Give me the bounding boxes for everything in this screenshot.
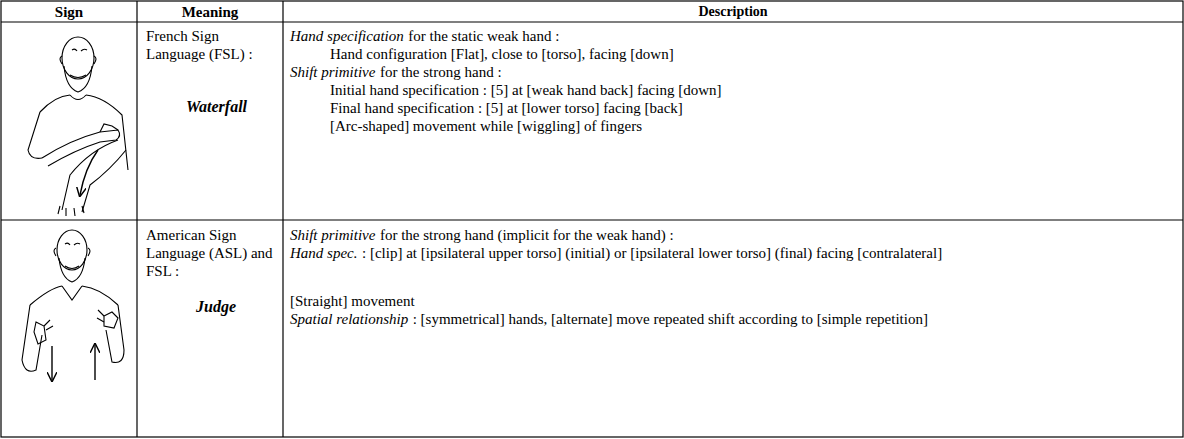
table-cell: Spatial relationship : [symmetrical] hand… [290, 310, 1150, 328]
table-cell: Initial hand specification : [5] at [wea… [330, 81, 1170, 99]
table-header: Description [283, 3, 1183, 21]
sign-illustration-waterfall [28, 37, 128, 216]
cell-text: Hand spec. [290, 245, 358, 261]
table-cell: Shift primitive for the strong hand : [290, 63, 1170, 81]
table-cell: Hand spec.: [clip] at [ipsilateral upper… [290, 244, 1170, 262]
cell-text: Final hand specification : [5] at [lower… [330, 100, 683, 116]
cell-text: [Straight] movement [290, 293, 415, 309]
cell-text: Initial hand specification : [5] at [wea… [330, 82, 722, 98]
cell-text: : [clip] at [ipsilateral upper torso] (i… [362, 245, 942, 261]
table-cell: Hand specificationfor the static weak ha… [290, 27, 1170, 45]
table-cell: [Straight] movement [290, 292, 1170, 310]
cell-text: American Sign Language (ASL) and FSL : [146, 227, 273, 279]
table-cell: [Arc-shaped] movement while [wiggling] o… [330, 117, 1170, 135]
cell-text: Hand specification [290, 28, 404, 44]
cell-text: for the strong hand : [380, 64, 502, 80]
sign-illustration-judge [22, 230, 124, 380]
cell-text: Sign [55, 4, 83, 20]
table-cell: Shift primitive for the strong hand (impl… [290, 226, 1170, 244]
cell-text: Spatial relationship [290, 311, 408, 327]
cell-text: Meaning [182, 4, 239, 20]
cell-text: Shift primitive [290, 227, 375, 243]
cell-text: for the static weak hand : [408, 28, 559, 44]
cell-text: Waterfall [186, 98, 247, 115]
cell-text: for the strong hand (implicit for the we… [380, 227, 674, 243]
cell-text: Hand configuration [Flat], close to [tor… [330, 46, 674, 62]
table-cell: Final hand specification : [5] at [lower… [330, 99, 1170, 117]
cell-text: French Sign Language (FSL) : [146, 28, 253, 62]
cell-text: Shift primitive [290, 64, 375, 80]
table-cell: French Sign Language (FSL) : [146, 27, 278, 63]
cell-text: : [symmetrical] hands, [alternate] move … [413, 311, 928, 327]
cell-text: [Arc-shaped] movement while [wiggling] o… [330, 118, 642, 134]
cell-text: Description [698, 4, 767, 19]
sign-meaning: Waterfall [186, 98, 282, 116]
table-cell: American Sign Language (ASL) and FSL : [146, 226, 278, 280]
sign-meaning: Judge [196, 298, 276, 316]
table-cell: Hand configuration [Flat], close to [tor… [330, 45, 1170, 63]
table-header: Sign [1, 3, 137, 21]
cell-text: Judge [196, 298, 236, 315]
table-header: Meaning [137, 3, 283, 21]
